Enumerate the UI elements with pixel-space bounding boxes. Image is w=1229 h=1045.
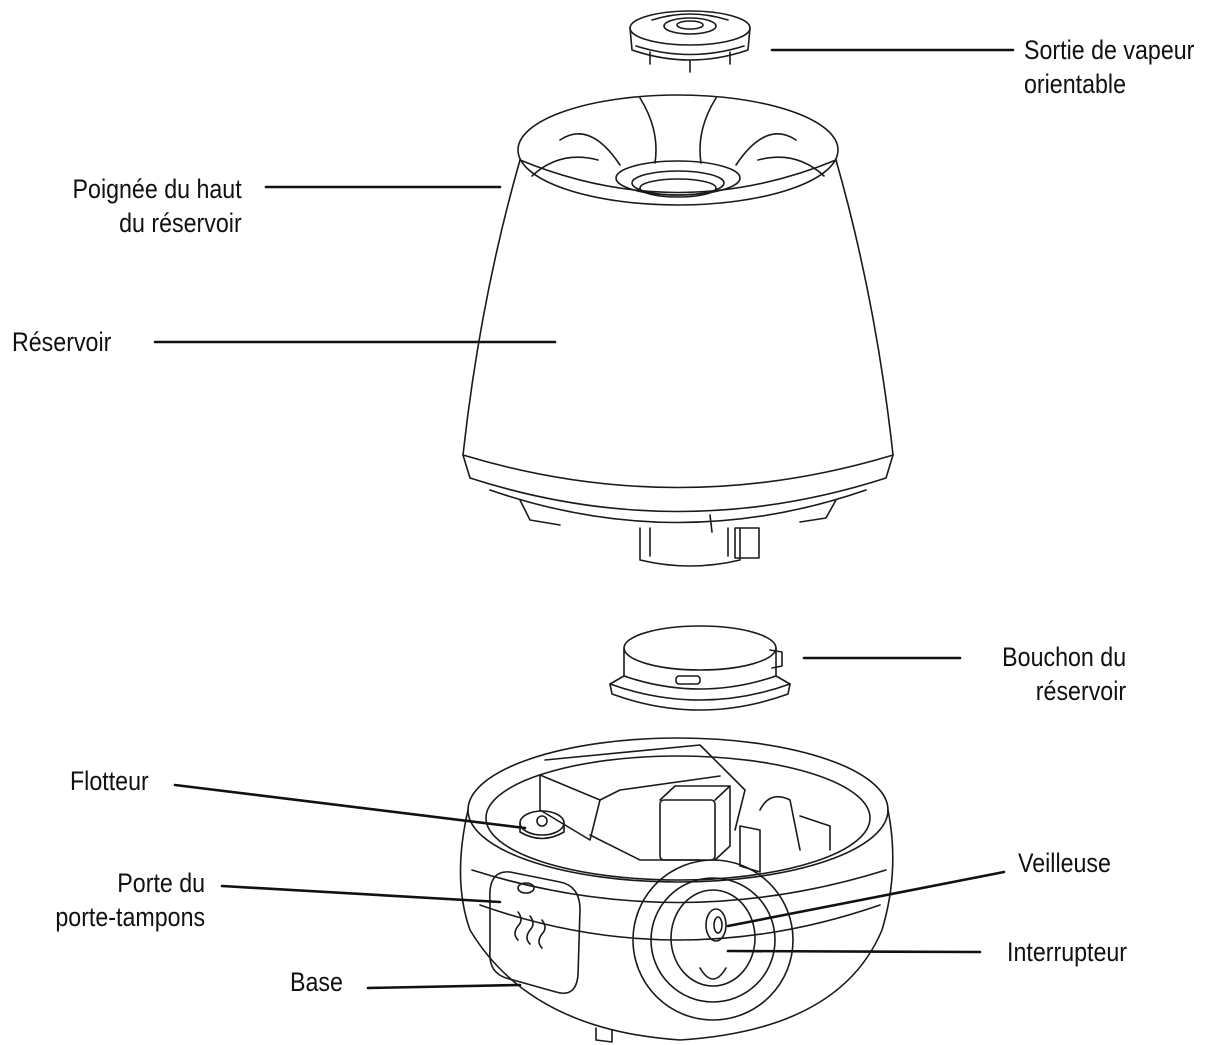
label-tank-handle: Poignée du haut du réservoir [72,174,242,238]
label-pad-door: Porte du porte-tampons [55,868,205,932]
label-base: Base [290,967,343,997]
label-tank-cap: Bouchon du réservoir [1002,642,1126,706]
steam-outlet-part [629,10,751,73]
leader-night-light [726,870,1006,928]
leader-lines [153,48,1015,990]
leader-switch [726,949,982,954]
leader-pad-door [220,884,502,904]
label-switch: Interrupteur [1007,937,1128,967]
label-night-light: Veilleuse [1018,848,1111,878]
base-part [459,737,894,1043]
label-float: Flotteur [70,766,149,796]
leader-float [173,783,527,830]
label-steam-outlet: Sortie de vapeur orientable [1024,35,1195,99]
label-tank: Réservoir [12,327,112,357]
leader-base [366,983,522,990]
tank-cap-part [609,625,791,711]
tank-part [462,94,894,567]
